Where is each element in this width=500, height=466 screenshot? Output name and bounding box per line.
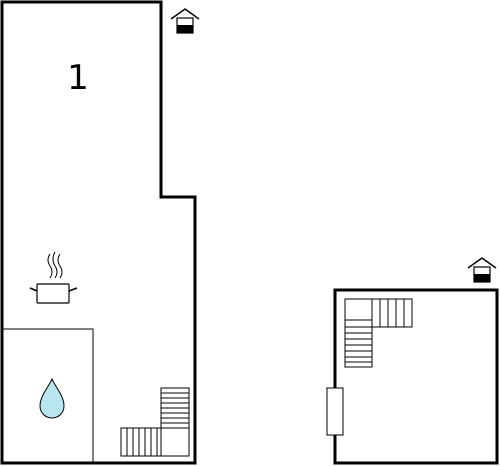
water-drop-icon — [39, 377, 65, 419]
room-number-label: 1 — [67, 58, 89, 98]
left-building-outline — [0, 0, 197, 465]
right-building-outline — [333, 288, 499, 465]
bathroom-partition — [3, 328, 94, 462]
entrance-house-icon — [467, 257, 497, 283]
entrance-house-icon — [170, 8, 200, 34]
cooking-pot-icon — [29, 251, 78, 304]
staircase-icon — [344, 298, 413, 368]
door-icon — [326, 387, 344, 436]
staircase-icon — [120, 387, 190, 457]
